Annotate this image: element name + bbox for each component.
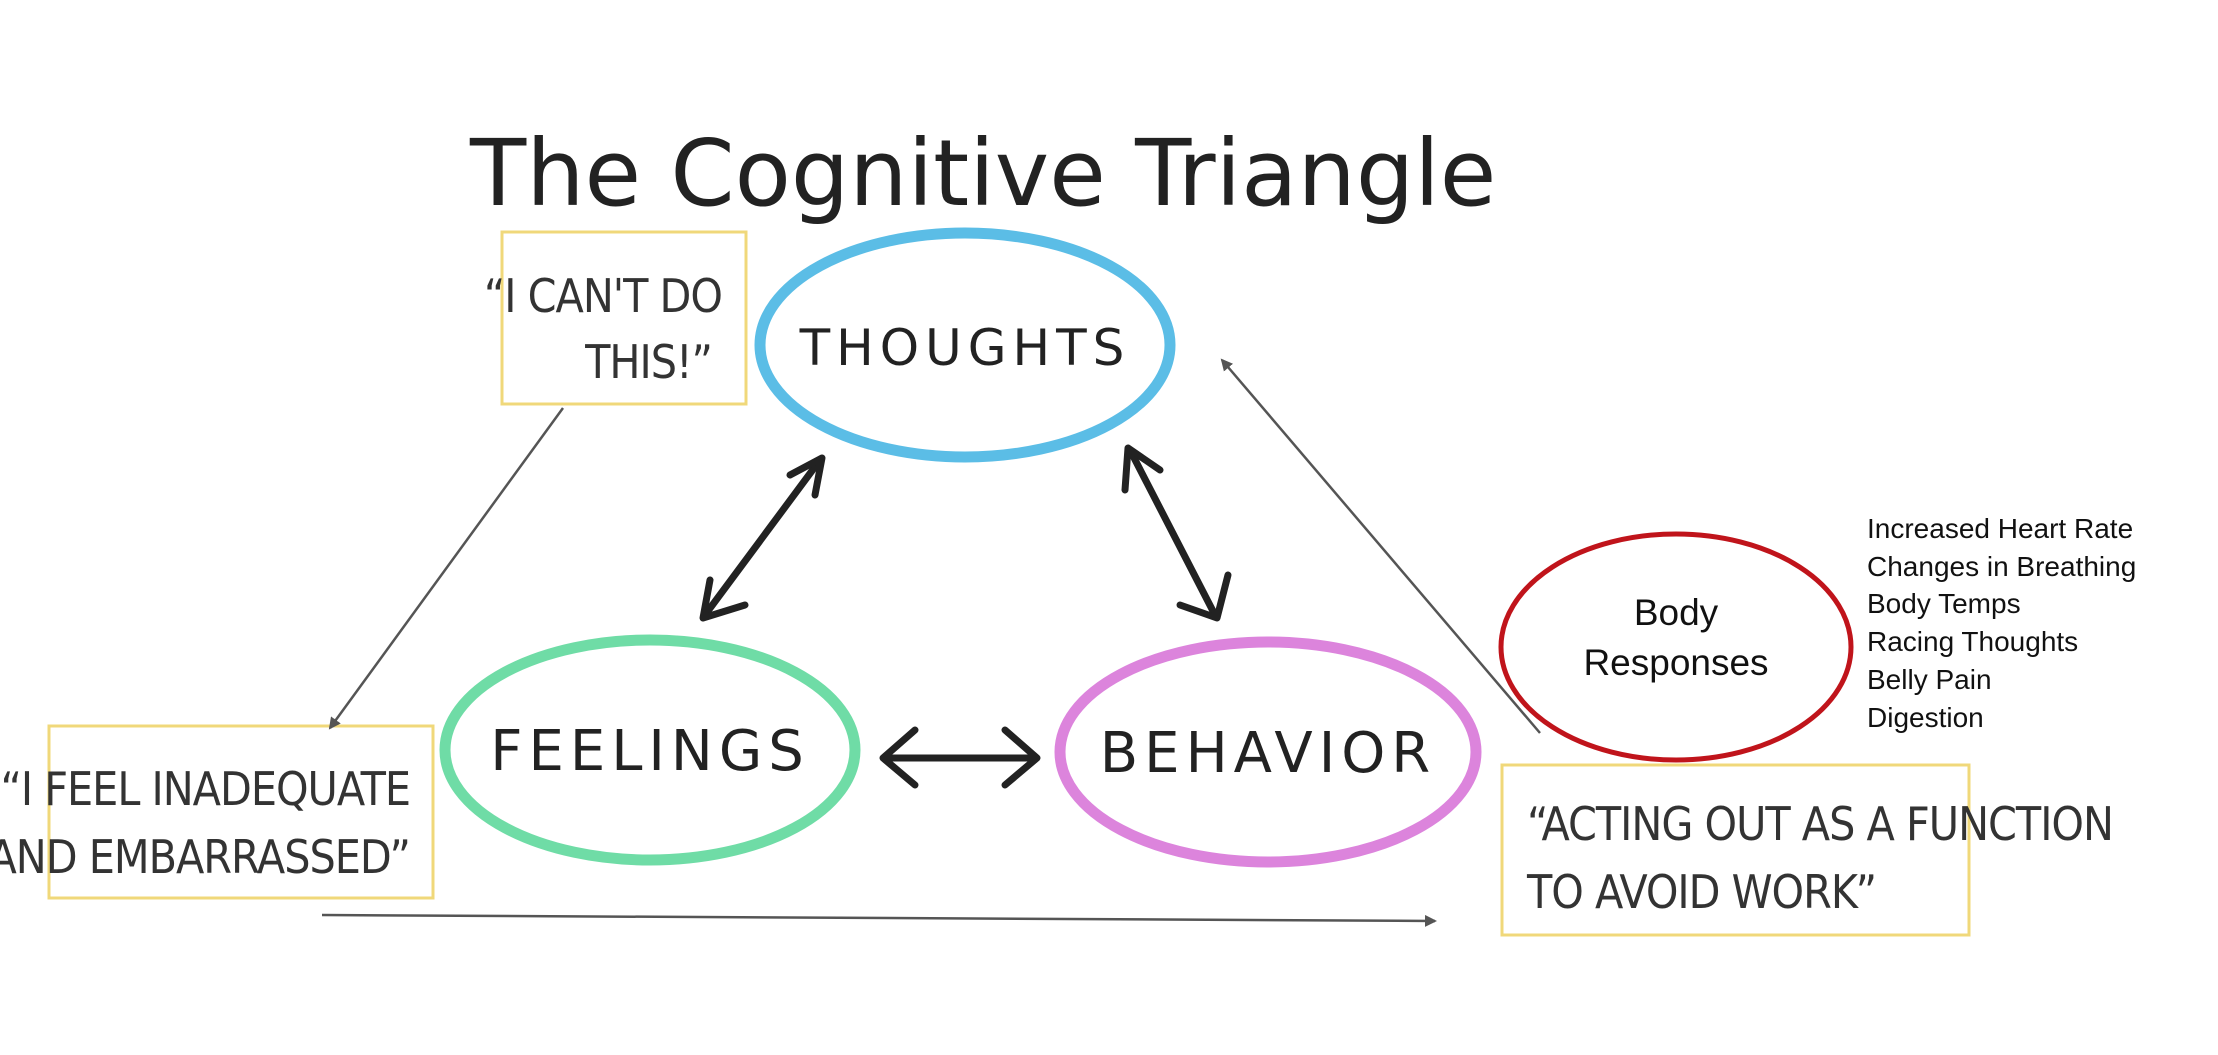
feeling-quote-line1: “I FEEL INADEQUATE (0, 762, 410, 816)
behavior-to-thought-arrow-icon (1220, 358, 1541, 734)
body-response-item: Digestion (1867, 702, 1984, 733)
thoughts-feelings-double-arrow-icon (699, 454, 826, 622)
thoughts-behavior-double-arrow-icon (1121, 444, 1232, 622)
behavior-node: BEHAVIOR (1054, 636, 1482, 868)
behavior-quote-line1: “ACTING OUT AS A FUNCTION (1527, 797, 2113, 851)
body-responses-ellipse (1498, 531, 1854, 763)
flow-arrows (321, 358, 1541, 927)
body-responses-list: Increased Heart Rate Changes in Breathin… (1867, 513, 2136, 733)
feelings-node: FEELINGS (439, 634, 861, 866)
feelings-ellipse (439, 634, 861, 866)
body-responses-label-line2: Responses (1583, 642, 1768, 683)
feeling-quote-frame (47, 724, 435, 900)
feelings-behavior-double-arrow-icon (879, 726, 1041, 789)
feelings-label: FEELINGS (490, 719, 810, 784)
thought-quote-line2: THIS!” (584, 335, 712, 389)
behavior-quote-box: “ACTING OUT AS A FUNCTION TO AVOID WORK” (1500, 763, 2114, 937)
body-response-item: Changes in Breathing (1867, 551, 2136, 582)
behavior-ellipse (1054, 636, 1482, 868)
body-response-item: Racing Thoughts (1867, 626, 2078, 657)
thoughts-label: THOUGHTS (799, 319, 1131, 377)
body-responses-node: Body Responses (1498, 531, 1854, 763)
thought-to-feeling-arrow-icon (328, 407, 565, 730)
behavior-quote-line2: TO AVOID WORK” (1526, 865, 1876, 919)
feeling-quote-line2: AND EMBARRASSED” (0, 830, 410, 884)
thought-quote-line1: “I CAN'T DO (484, 269, 722, 323)
body-response-item: Body Temps (1867, 588, 2021, 619)
thought-quote-frame (500, 230, 748, 406)
triangle-arrows (699, 444, 1232, 789)
feeling-quote-box: “I FEEL INADEQUATE AND EMBARRASSED” (0, 724, 435, 900)
body-response-item: Belly Pain (1867, 664, 1992, 695)
thoughts-node: THOUGHTS (754, 227, 1176, 463)
body-responses-label-line1: Body (1634, 592, 1719, 633)
behavior-quote-frame (1500, 763, 1971, 937)
body-response-item: Increased Heart Rate (1867, 513, 2133, 544)
diagram-title: The Cognitive Triangle (469, 120, 1496, 227)
thought-quote-box: “I CAN'T DO THIS!” (484, 230, 748, 406)
behavior-label: BEHAVIOR (1100, 721, 1436, 786)
feeling-to-behavior-arrow-icon (321, 913, 1437, 927)
thoughts-ellipse (754, 227, 1176, 463)
